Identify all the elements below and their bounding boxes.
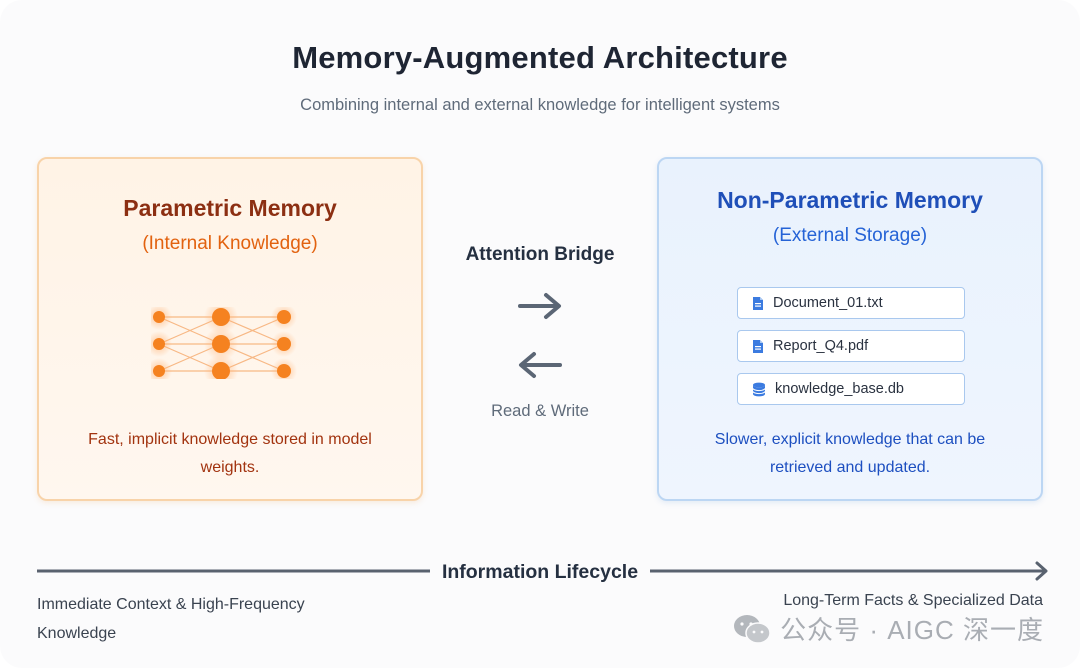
watermark-text: 公众号 · AIGC 深一度 (780, 615, 1044, 645)
neural-network-icon (151, 307, 297, 379)
parametric-description: Fast, implicit knowledge stored in model… (88, 431, 372, 476)
non-parametric-subtitle: (External Storage) (772, 225, 928, 246)
page-title: Memory-Augmented Architecture (292, 40, 788, 75)
document-icon (753, 296, 763, 310)
file-item: Report_Q4.pdf (737, 330, 965, 362)
database-icon (752, 382, 766, 396)
file-item: Document_01.txt (737, 287, 965, 319)
non-parametric-title: Non-Parametric Memory (717, 187, 983, 213)
arrow-left-icon (519, 352, 562, 378)
lifecycle-right-caption: Long-Term Facts & Specialized Data (783, 592, 1043, 609)
file-list: Document_01.txt Report_Q4.pdf kn (737, 287, 965, 416)
document-icon (753, 339, 763, 353)
file-item: knowledge_base.db (737, 373, 965, 405)
non-parametric-memory-card: Non-Parametric Memory (External Storage)… (657, 157, 1043, 501)
lifecycle-label: Information Lifecycle (0, 561, 1080, 584)
lifecycle-left-caption: Immediate Context & High-Frequency Knowl… (37, 596, 305, 642)
parametric-title: Parametric Memory (123, 195, 337, 221)
watermark: 公众号 · AIGC 深一度 (732, 610, 1044, 647)
bridge-title: Attention Bridge (465, 244, 615, 265)
parametric-subtitle: (Internal Knowledge) (142, 233, 318, 254)
file-name: Report_Q4.pdf (773, 338, 869, 354)
wechat-icon (734, 614, 771, 644)
arrow-right-icon (518, 293, 561, 319)
page-subtitle: Combining internal and external knowledg… (300, 96, 780, 114)
non-parametric-description: Slower, explicit knowledge that can be r… (714, 431, 986, 476)
parametric-memory-card: Parametric Memory (Internal Knowledge) (37, 157, 423, 501)
bridge-note: Read & Write (491, 402, 589, 420)
file-name: Document_01.txt (773, 295, 883, 311)
file-name: knowledge_base.db (775, 381, 904, 397)
lifecycle-label-text: Information Lifecycle (429, 561, 651, 583)
